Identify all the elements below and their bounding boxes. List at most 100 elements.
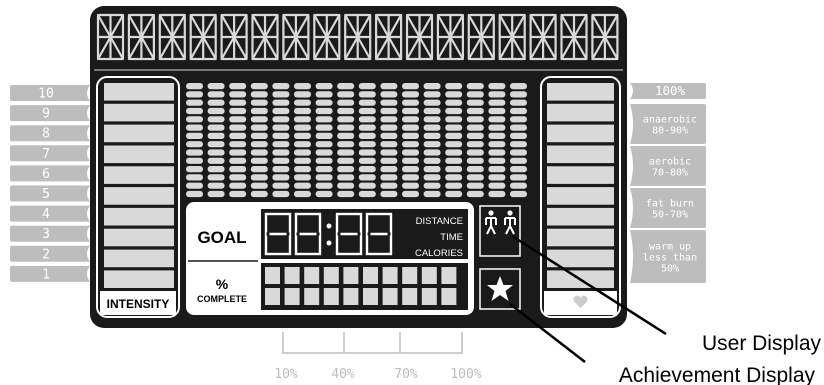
percent-complete-block (343, 288, 359, 305)
heart-rate-zone-label: anaerobic (643, 115, 697, 126)
profile-grid-cell (423, 174, 441, 181)
profile-grid-cell (488, 99, 506, 106)
profile-grid-cell (423, 149, 441, 156)
profile-grid-cell (337, 174, 355, 181)
message-character-cell (189, 13, 217, 61)
profile-grid-cell (488, 141, 506, 148)
user-display-leader (511, 234, 667, 336)
profile-grid-cell (402, 132, 419, 139)
profile-grid-cell (402, 157, 419, 164)
intensity-level-tab (10, 265, 90, 282)
profile-grid-cell (423, 83, 441, 90)
message-display (96, 13, 619, 61)
profile-grid-cell (294, 132, 311, 139)
profile-grid-cell (423, 141, 441, 148)
intensity-level-tab (10, 185, 90, 202)
profile-grid-cell (358, 83, 376, 90)
profile-grid-cell (510, 116, 527, 123)
percent-complete-block (402, 267, 418, 284)
profile-grid-cell (380, 99, 398, 106)
profile-grid-cell (423, 132, 441, 139)
heart-rate-column (540, 76, 621, 318)
profile-grid-cell (466, 149, 484, 156)
profile-grid-cell (294, 116, 311, 123)
profile-grid-cell (488, 124, 506, 131)
profile-grid-cell (466, 182, 484, 189)
profile-grid-cell (337, 99, 355, 106)
intensity-level-label: 10 (38, 87, 54, 102)
user-display-callout: User Display (702, 332, 822, 355)
intensity-level-tab (10, 165, 90, 182)
profile-grid-cell (315, 141, 333, 148)
profile-grid-cell (272, 182, 290, 189)
progress-mark-10: 10% (274, 367, 298, 382)
intensity-level-tab (10, 105, 90, 122)
profile-grid-cell (294, 99, 311, 106)
profile-grid-cell (315, 190, 333, 198)
heart-rate-zone-label: warm up (649, 242, 691, 253)
profile-grid-cell (294, 91, 311, 98)
profile-grid-cell (402, 116, 419, 123)
profile-grid-cell (380, 107, 398, 115)
intensity-bar (104, 207, 174, 226)
profile-grid-cell (207, 174, 225, 181)
intensity-level-tab (10, 225, 90, 242)
profile-grid-cell (337, 116, 355, 123)
profile-grid-cell (445, 141, 463, 148)
intensity-level-label: 8 (42, 127, 50, 142)
profile-grid-cell (358, 166, 376, 173)
profile-grid-cell (250, 107, 268, 115)
intensity-level-label: 7 (42, 147, 50, 162)
profile-grid-cell (380, 182, 398, 189)
profile-grid-cell (423, 107, 441, 115)
profile-grid-cell (294, 83, 311, 90)
profile-grid-cell (337, 166, 355, 173)
profile-grid-cell (488, 132, 506, 139)
goal-metric-calories: CALORIES (415, 248, 463, 259)
profile-grid-cell (272, 124, 290, 131)
profile-grid-cell (423, 190, 441, 198)
profile-grid-cell (402, 107, 419, 115)
profile-grid-cell (229, 149, 247, 156)
message-character-cell (282, 13, 310, 61)
heart-rate-zone-label: 50-70% (652, 210, 688, 221)
intensity-bar (104, 166, 174, 184)
intensity-level-label: 1 (42, 267, 50, 282)
profile-grid-cell (250, 190, 268, 198)
percent-complete-block (363, 288, 378, 305)
profile-grid-cell (272, 91, 290, 98)
profile-grid-cell (510, 83, 527, 90)
intensity-bar (104, 249, 174, 268)
percent-complete-block (343, 267, 359, 284)
heart-rate-zone-label: less than (643, 253, 697, 264)
profile-grid-cell (488, 166, 506, 173)
profile-grid-cell (380, 141, 398, 148)
profile-grid-cell (380, 83, 398, 90)
profile-grid-cell (186, 166, 203, 173)
intensity-level-tab (10, 145, 90, 162)
intensity-level-label: 9 (42, 107, 50, 122)
message-character-cell (405, 13, 434, 61)
profile-grid-cell (488, 83, 506, 90)
profile-grid-cell (337, 107, 355, 115)
heart-rate-bar (547, 207, 614, 226)
profile-grid-cell (229, 107, 247, 115)
message-character-cell (591, 13, 619, 61)
profile-grid-cell (229, 91, 247, 98)
program-profile-grid (186, 83, 527, 198)
profile-grid-cell (315, 132, 333, 139)
profile-grid-cell (510, 141, 527, 148)
heart-rate-bar (547, 228, 614, 247)
profile-grid-cell (186, 174, 203, 181)
profile-grid-cell (337, 149, 355, 156)
profile-grid-cell (229, 141, 247, 148)
percent-complete-block (421, 288, 437, 305)
profile-grid-cell (315, 91, 333, 98)
heart-rate-bar (547, 166, 614, 184)
heart-rate-bar (547, 103, 614, 122)
profile-grid-cell (445, 182, 463, 189)
profile-grid-cell (186, 107, 203, 115)
profile-grid-cell (445, 91, 463, 98)
profile-grid-cell (294, 174, 311, 181)
